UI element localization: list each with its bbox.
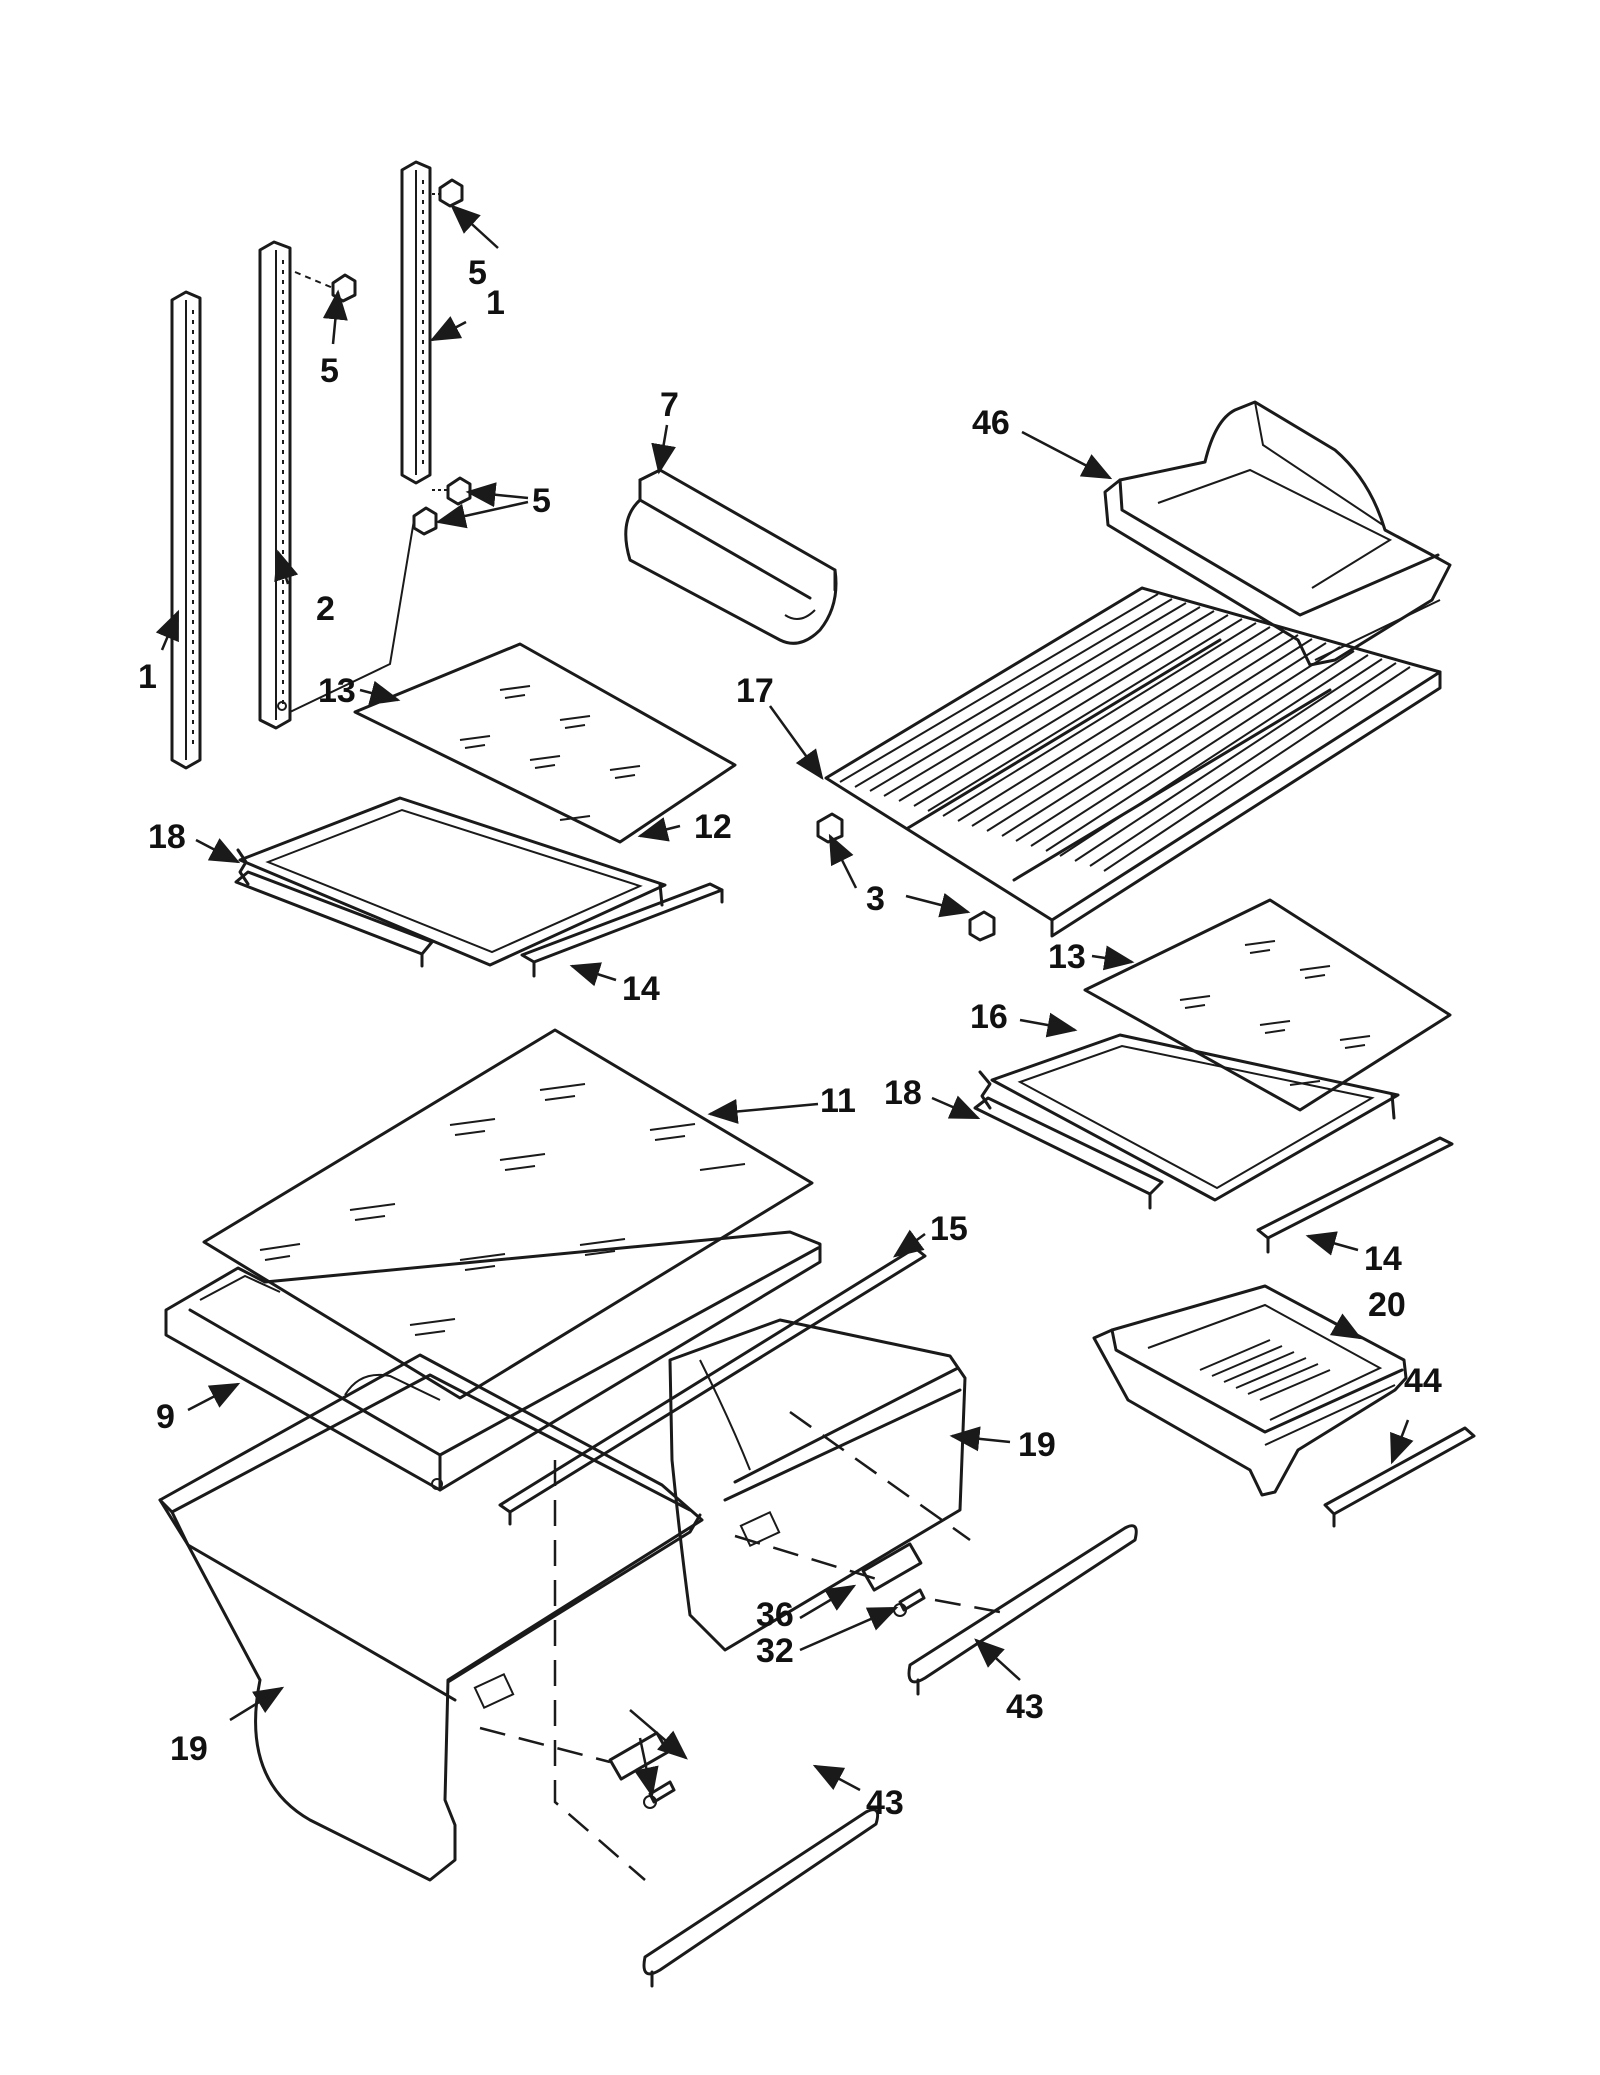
callout-18-left: 18 (148, 818, 186, 856)
callout-36: 36 (756, 1596, 794, 1634)
callout-19-left: 19 (170, 1730, 208, 1768)
callout-43-right: 43 (1006, 1688, 1044, 1726)
crisper-cover-glass (202, 1028, 814, 1400)
callout-44: 44 (1404, 1362, 1442, 1400)
shelf-front-trim (973, 1096, 1164, 1210)
drawer-handle (907, 1524, 1138, 1696)
callout-5-lower: 5 (532, 482, 551, 520)
callout-5-middle: 5 (320, 352, 339, 390)
drawer-handle (642, 1808, 880, 1988)
callout-labels: 1 1 2 3 5 5 5 7 9 11 12 13 13 14 14 15 1… (138, 254, 1442, 1822)
screw (432, 476, 472, 506)
callout-46: 46 (972, 404, 1010, 442)
callout-14-right: 14 (1364, 1240, 1402, 1278)
callout-13-left: 13 (318, 672, 356, 710)
screw (294, 271, 357, 303)
shelf-glass (1083, 898, 1452, 1112)
shelf-side-trim (1256, 1136, 1454, 1254)
callout-13-right: 13 (1048, 938, 1086, 976)
callout-2: 2 (316, 590, 335, 628)
meat-pan-trim (1323, 1426, 1476, 1528)
shelf-ladder-rail-center (258, 240, 292, 730)
screw (432, 178, 464, 208)
callout-1-right: 1 (486, 284, 505, 322)
crisper-drawer (158, 1353, 704, 1882)
callout-16: 16 (970, 998, 1008, 1036)
callout-18-right: 18 (884, 1074, 922, 1112)
shelf-ladder-rail-right (400, 160, 432, 485)
shelf-frame (236, 796, 667, 967)
meat-pan (1092, 1284, 1408, 1497)
callout-14-left: 14 (622, 970, 660, 1008)
screw (289, 506, 438, 713)
crisper-drawer (668, 1318, 967, 1652)
wire-shelf (824, 586, 1442, 938)
callout-5-top: 5 (468, 254, 487, 292)
crisper-frame (164, 1230, 822, 1492)
callout-1-left: 1 (138, 658, 157, 696)
crisper-front-trim (498, 1246, 927, 1526)
shelf-glass (353, 642, 737, 844)
callout-11: 11 (820, 1082, 856, 1120)
callout-32: 32 (756, 1632, 794, 1670)
dairy-bin (624, 468, 838, 645)
leader-arrows (155, 204, 1414, 1798)
callout-20: 20 (1368, 1286, 1406, 1324)
callout-3: 3 (866, 880, 885, 918)
shelf-frame (978, 1033, 1400, 1202)
callout-19-right: 19 (1018, 1426, 1056, 1464)
callout-43-left: 43 (866, 1784, 904, 1822)
latch-clip (643, 1588, 926, 1809)
shelf-ladder-rail-left (170, 290, 202, 770)
callout-12: 12 (694, 808, 732, 846)
shelf-front-trim (234, 870, 434, 968)
callout-15: 15 (930, 1210, 968, 1248)
callout-9: 9 (156, 1398, 175, 1436)
callout-7: 7 (660, 386, 679, 424)
shelf-side-trim (520, 882, 724, 978)
callout-17: 17 (736, 672, 774, 710)
shelf-support (816, 812, 996, 942)
